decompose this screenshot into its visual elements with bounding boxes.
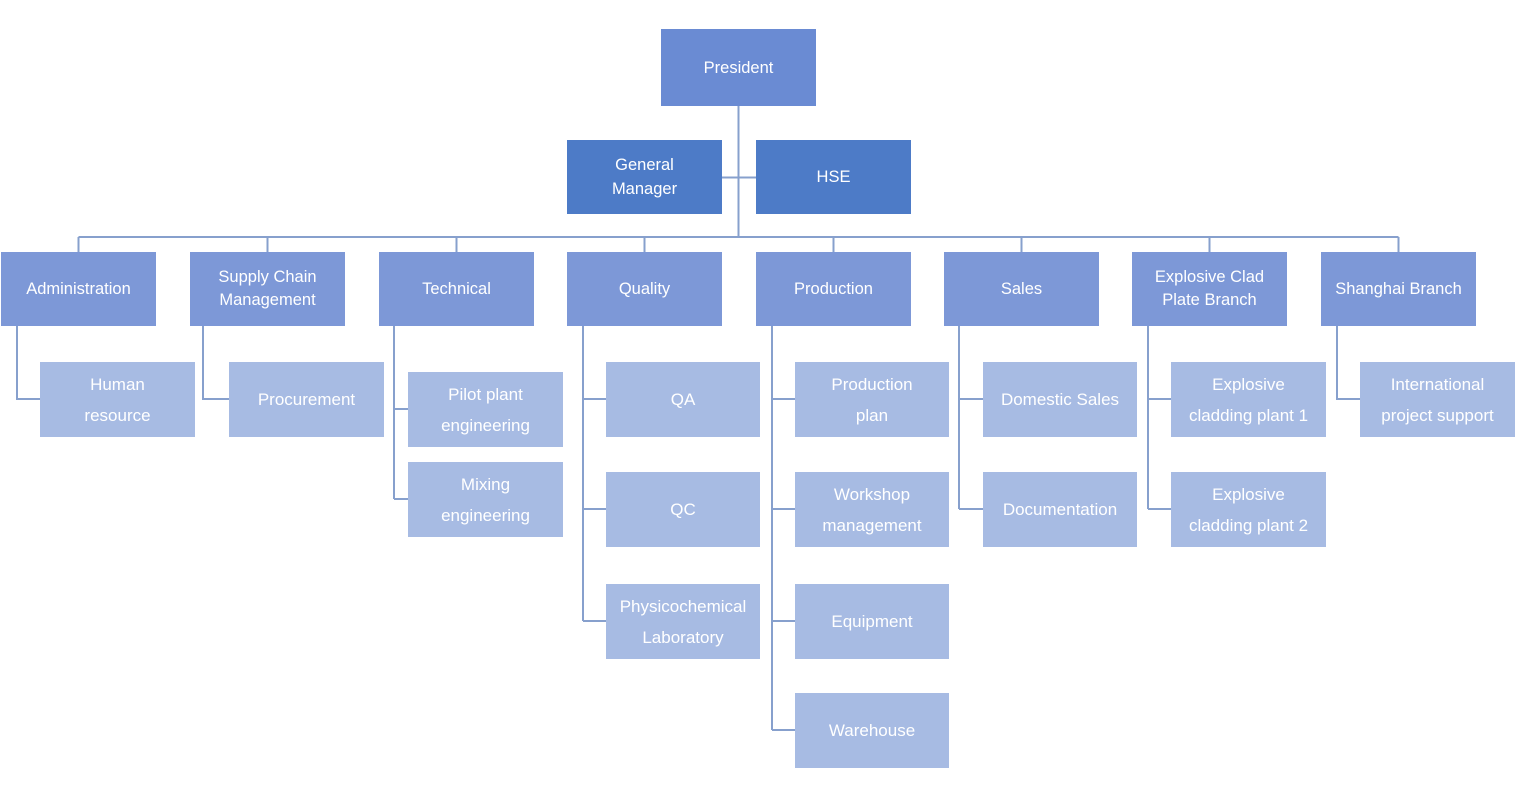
connector-shanghai-children [1336,326,1360,400]
node-sales: Sales [944,252,1099,326]
node-procurement: Procurement [229,362,384,437]
connector-production-children [771,326,795,731]
connector-sales-children [958,326,983,510]
node-general-manager: General Manager [567,140,722,214]
node-hse: HSE [756,140,911,214]
node-supply-chain-management: Supply Chain Management [190,252,345,326]
node-physicochemical-laboratory: Physicochemical Laboratory [606,584,760,659]
connector-supply-chain-children [202,326,229,400]
node-qc: QC [606,472,760,547]
node-equipment: Equipment [795,584,949,659]
node-shanghai-branch: Shanghai Branch [1321,252,1476,326]
node-explosive-clad-plate-branch: Explosive Clad Plate Branch [1132,252,1287,326]
node-documentation: Documentation [983,472,1137,547]
connector-explosive-clad-children [1147,326,1171,510]
connector-quality-children [582,326,606,622]
node-pilot-plant-engineering: Pilot plant engineering [408,372,563,447]
connector-technical-children [393,326,408,500]
node-president: President [661,29,816,106]
node-administration: Administration [1,252,156,326]
node-production: Production [756,252,911,326]
node-international-project-support: International project support [1360,362,1515,437]
connector-department-stubs [77,237,1400,252]
node-explosive-cladding-plant-2: Explosive cladding plant 2 [1171,472,1326,547]
node-explosive-cladding-plant-1: Explosive cladding plant 1 [1171,362,1326,437]
node-workshop-management: Workshop management [795,472,949,547]
node-qa: QA [606,362,760,437]
node-domestic-sales: Domestic Sales [983,362,1137,437]
node-human-resource: Human resource [40,362,195,437]
connector-administration-children [16,326,40,400]
node-production-plan: Production plan [795,362,949,437]
node-technical: Technical [379,252,534,326]
node-warehouse: Warehouse [795,693,949,768]
node-quality: Quality [567,252,722,326]
node-mixing-engineering: Mixing engineering [408,462,563,537]
